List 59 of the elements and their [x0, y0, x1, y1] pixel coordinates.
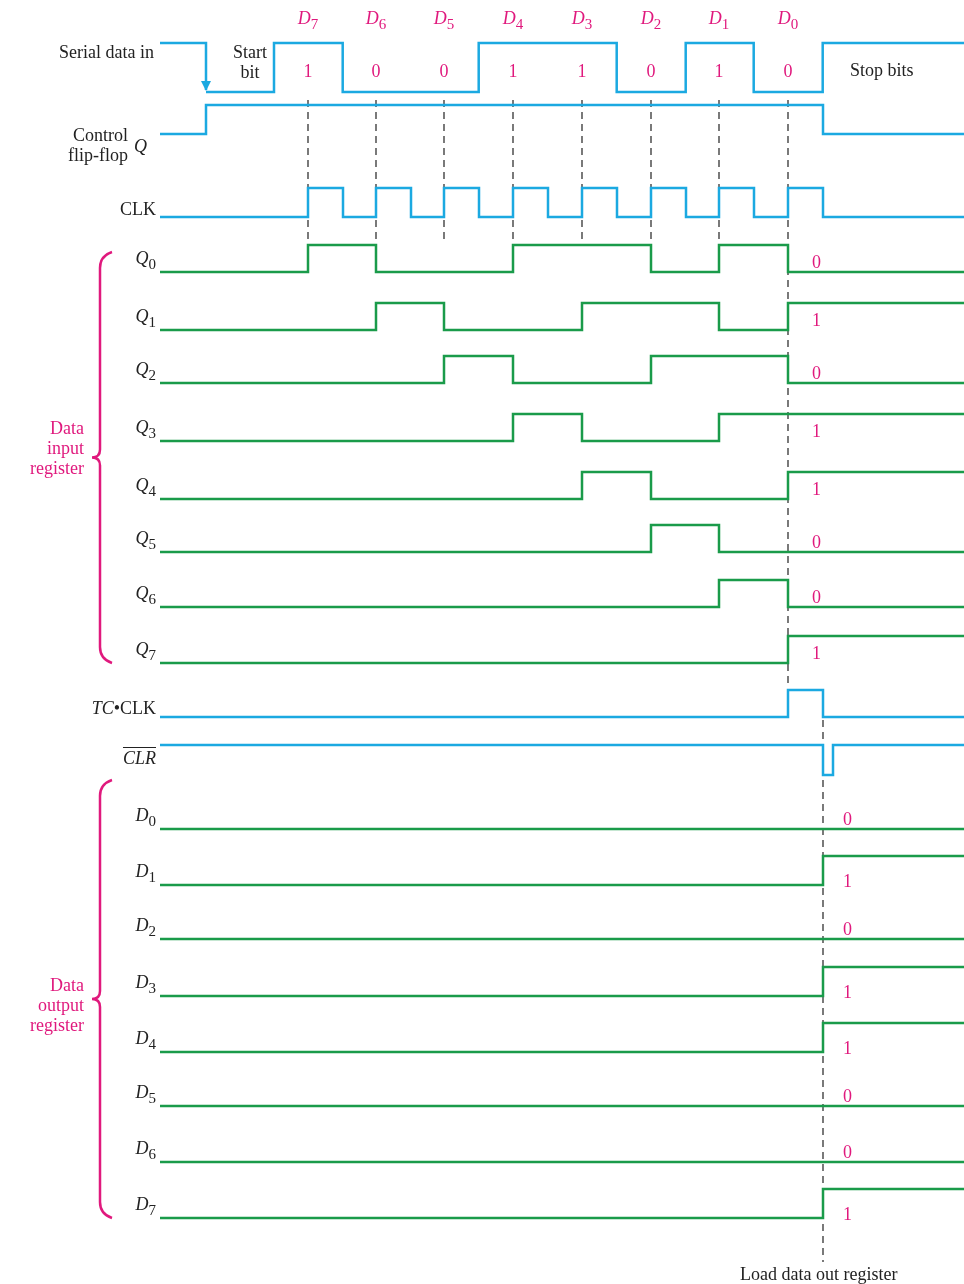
- signal-label: Q$_{3}$: [134, 417, 156, 443]
- register-label: Data output register: [29, 975, 84, 1035]
- bit-value: 0: [812, 252, 822, 272]
- signal-label: D$_{1}$: [134, 861, 156, 887]
- bit-value: 0: [370, 61, 382, 81]
- note-label: Load data out register: [740, 1264, 899, 1284]
- signal-label: D$_{0}$: [134, 805, 156, 831]
- signal-label: Q$_{4}$: [134, 475, 156, 501]
- bit-value: 0: [645, 61, 657, 81]
- signal-label: Serial data in: [58, 42, 154, 62]
- bit-value: 1: [812, 479, 822, 499]
- bit-value: 1: [843, 1038, 853, 1058]
- signal-label: D$_{6}$: [134, 1138, 156, 1164]
- bit-value: 1: [507, 61, 519, 81]
- bit-value: 1: [843, 1204, 853, 1224]
- bit-value: 1: [812, 310, 822, 330]
- signal-label: D$_{2}$: [134, 915, 156, 941]
- signal-label: Stop bits: [850, 60, 915, 80]
- bit-value: 0: [782, 61, 794, 81]
- bit-value: 0: [812, 587, 822, 607]
- signal-label: Q$_{0}$: [134, 248, 156, 274]
- signal-label: Q$_{2}$: [134, 359, 156, 385]
- bit-value: 1: [843, 871, 853, 891]
- signal-label: D$_{4}$: [134, 1028, 156, 1054]
- bit-value: 1: [302, 61, 314, 81]
- signal-label: D$_{7}$: [134, 1194, 156, 1220]
- signal-label: Q$_{7}$: [134, 639, 156, 665]
- signal-label: CLR: [123, 748, 156, 768]
- signal-label: Q$_{6}$: [134, 583, 156, 609]
- signal-label: Q$_{5}$: [134, 528, 156, 554]
- signal-label: Control flip-flop: [67, 125, 128, 165]
- bit-label: D$_{0}$: [776, 8, 800, 34]
- bit-value: 1: [812, 421, 822, 441]
- register-label: Data input register: [29, 418, 84, 478]
- bit-label: D$_{5}$: [432, 8, 456, 34]
- signal-label: Q: [134, 136, 148, 156]
- bit-label: D$_{7}$: [296, 8, 320, 34]
- bit-value: 1: [576, 61, 588, 81]
- signal-label: CLK: [119, 199, 156, 219]
- bit-value: 1: [713, 61, 725, 81]
- bit-value: 0: [843, 1142, 853, 1162]
- signal-label: D$_{3}$: [134, 972, 156, 998]
- bit-value: 0: [438, 61, 450, 81]
- signal-label: D$_{5}$: [134, 1082, 156, 1108]
- bit-value: 0: [812, 363, 822, 383]
- signal-label: Q$_{1}$: [134, 306, 156, 332]
- signal-label: Start bit: [232, 42, 268, 82]
- signal-label: TC•CLK: [90, 698, 156, 718]
- bit-label: D$_{1}$: [707, 8, 731, 34]
- bit-label: D$_{4}$: [501, 8, 525, 34]
- bit-value: 0: [812, 532, 822, 552]
- bit-label: D$_{3}$: [570, 8, 594, 34]
- bit-value: 0: [843, 1086, 853, 1106]
- bit-value: 1: [843, 982, 853, 1002]
- bit-value: 1: [812, 643, 822, 663]
- bit-value: 0: [843, 809, 853, 829]
- bit-label: D$_{2}$: [639, 8, 663, 34]
- bit-value: 0: [843, 919, 853, 939]
- bit-label: D$_{6}$: [364, 8, 388, 34]
